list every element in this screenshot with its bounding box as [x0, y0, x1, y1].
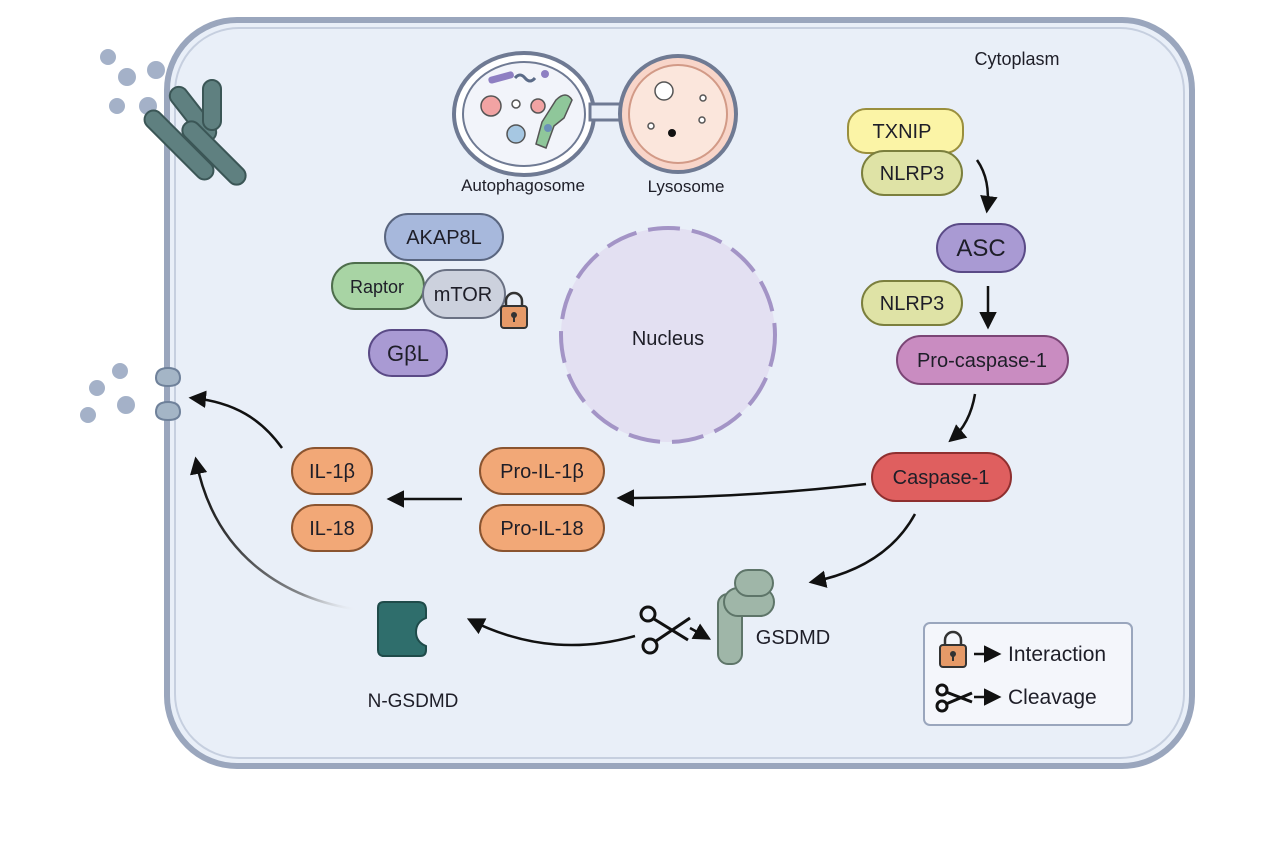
il1b-label: IL-1β	[309, 461, 355, 483]
gbl-label: GβL	[387, 341, 429, 366]
lysosome-icon	[618, 54, 738, 174]
pro-il18-label: Pro-IL-18	[500, 518, 583, 540]
akap8l-label: AKAP8L	[406, 227, 482, 249]
membrane-pore-icon	[154, 366, 182, 422]
n-gsdmd-icon	[377, 601, 427, 657]
caspase1-label: Caspase-1	[893, 467, 990, 489]
legend-scissors-icon	[935, 683, 973, 713]
asc-node: ASC	[936, 223, 1026, 273]
pro-caspase1-label: Pro-caspase-1	[917, 350, 1047, 372]
cytoplasm-label: Cytoplasm	[974, 49, 1059, 69]
nlrp3-top-node: NLRP3	[861, 150, 963, 196]
lock-icon	[500, 291, 528, 329]
pro-il1b-node: Pro-IL-1β	[479, 447, 605, 495]
arrow-caspase-to-pro-il	[616, 482, 867, 507]
nlrp3-mid-node: NLRP3	[861, 280, 963, 326]
gsdmd-label: GSDMD	[756, 627, 830, 649]
mtor-node: mTOR	[422, 269, 506, 319]
akap8l-node: AKAP8L	[384, 213, 504, 261]
il18-label: IL-18	[309, 518, 355, 540]
extracellular-ligand-dots-top	[100, 49, 165, 115]
arrow-gsdmd-to-n-gsdmd	[466, 618, 636, 647]
pro-il1b-label: Pro-IL-1β	[500, 461, 584, 483]
legend: Interaction Cleavage	[923, 622, 1133, 726]
autophagosome-icon	[452, 51, 596, 177]
scissors-icon	[639, 605, 691, 655]
pro-caspase1-node: Pro-caspase-1	[896, 335, 1069, 385]
arrow-n-gsdmd-to-membrane	[190, 456, 361, 612]
caspase1-node: Caspase-1	[871, 452, 1012, 502]
asc-label: ASC	[956, 235, 1005, 262]
nucleus: Nucleus	[559, 226, 777, 444]
arrow-nlrp3-to-asc	[975, 159, 998, 214]
autophagosome-label: Autophagosome	[461, 176, 585, 195]
gsdmd-icon	[717, 569, 775, 665]
arrow-caspase-to-gsdmd	[808, 513, 917, 588]
il18-node: IL-18	[291, 504, 373, 552]
gbl-node: GβL	[368, 329, 448, 377]
cell-membrane-inner	[174, 27, 1185, 759]
arrow-il-to-membrane	[188, 390, 284, 449]
pro-il18-node: Pro-IL-18	[479, 504, 605, 552]
extracellular-cytokine-dots	[80, 363, 135, 423]
lysosome-label: Lysosome	[648, 177, 725, 196]
nlrp3-top-label: NLRP3	[880, 163, 944, 185]
nlrp3-mid-label: NLRP3	[880, 293, 944, 315]
raptor-label: Raptor	[350, 277, 404, 297]
arrow-scissors-to-gsdmd	[689, 623, 712, 640]
mtor-label: mTOR	[434, 284, 493, 306]
arrow-procaspase-to-caspase	[948, 393, 977, 443]
legend-cleavage-label: Cleavage	[1008, 686, 1097, 709]
il1b-node: IL-1β	[291, 447, 373, 495]
legend-lock-icon	[939, 630, 967, 668]
nucleus-label: Nucleus	[632, 328, 704, 350]
legend-interaction-label: Interaction	[1008, 643, 1106, 666]
txnip-label: TXNIP	[873, 121, 932, 143]
raptor-node: Raptor	[331, 262, 425, 310]
membrane-receptor-icon	[143, 79, 247, 186]
txnip-node: TXNIP	[847, 108, 964, 154]
n-gsdmd-label: N-GSDMD	[368, 691, 459, 712]
